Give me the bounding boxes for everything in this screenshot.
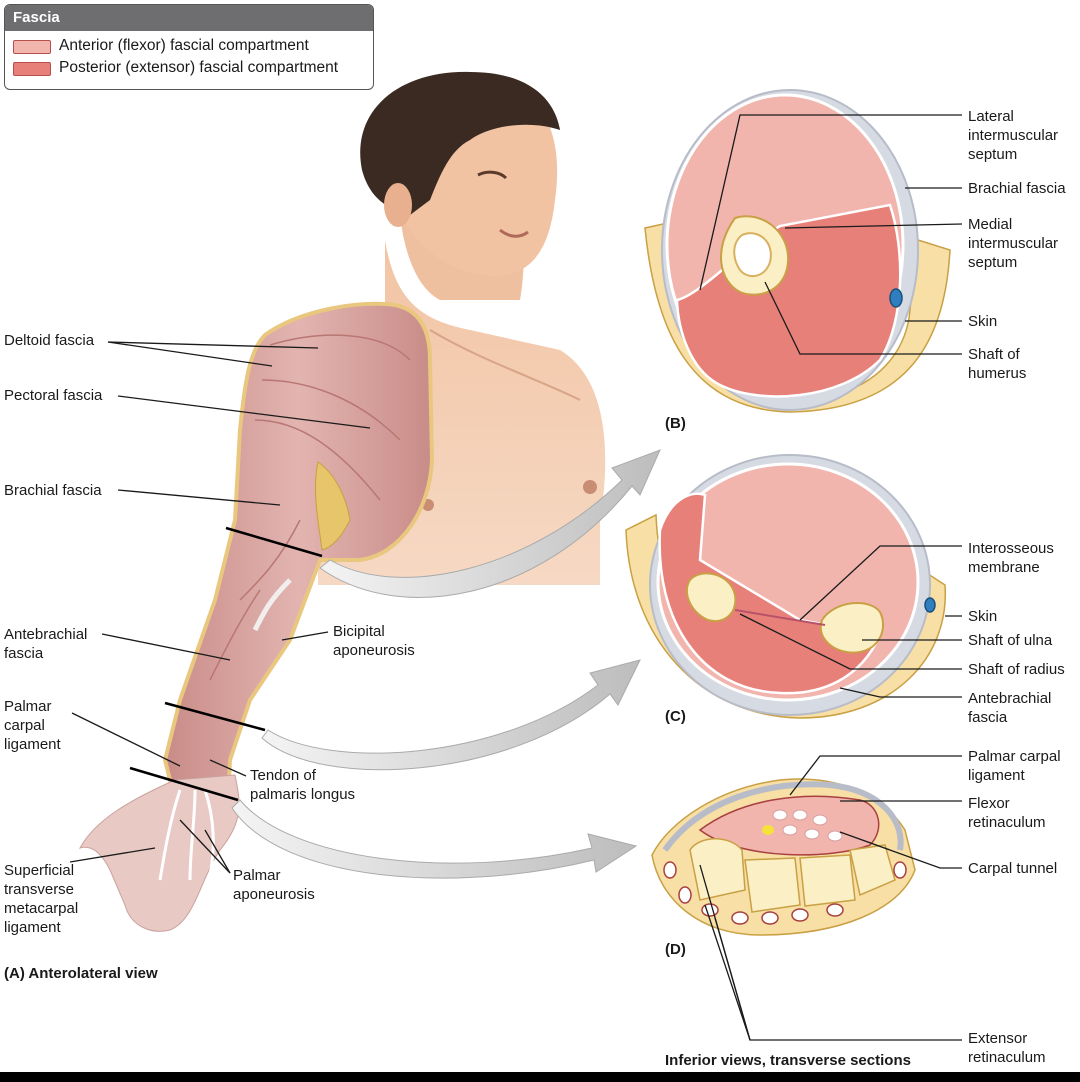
bottom-bar: [0, 1072, 1080, 1082]
caption-a: (A) Anterolateral view: [4, 965, 158, 982]
label-extensor-retinaculum: Extensor retinaculum: [968, 1030, 1046, 1066]
label-brachial-fascia-b: Brachial fascia: [968, 180, 1066, 197]
label-medial-intermuscular-septum: Medial intermuscular septum: [968, 216, 1059, 271]
label-antebrachial-fascia-c: Antebrachial fascia: [968, 690, 1052, 726]
head: [360, 71, 560, 276]
legend: Fascia Anterior (flexor) fascial compart…: [4, 4, 374, 90]
label-tendon-palmaris-longus: Tendon of palmaris longus: [250, 767, 356, 803]
section-b: [644, 89, 951, 413]
caption-c: (C): [665, 708, 686, 725]
footer-caption: Inferior views, transverse sections: [665, 1052, 911, 1069]
label-shaft-ulna: Shaft of ulna: [968, 632, 1053, 649]
label-superficial-transverse-metacarpal: Superficial transverse metacarpal ligame…: [4, 862, 79, 936]
label-carpal-tunnel: Carpal tunnel: [968, 860, 1058, 877]
arrows: [231, 449, 661, 879]
label-pectoral-fascia: Pectoral fascia: [4, 387, 103, 404]
label-skin-c: Skin: [968, 608, 998, 625]
legend-label-posterior: Posterior (extensor) fascial compartment: [59, 59, 339, 76]
legend-swatch-anterior: [13, 40, 51, 54]
label-bicipital-aponeurosis: Bicipital aponeurosis: [333, 623, 415, 659]
caption-b: (B): [665, 415, 686, 432]
label-palmar-carpal-ligament-d: Palmar carpal ligament: [968, 748, 1061, 784]
label-shaft-radius: Shaft of radius: [968, 661, 1065, 678]
legend-label-anterior: Anterior (flexor) fascial compartment: [59, 37, 309, 54]
label-interosseous-membrane: Interosseous membrane: [968, 540, 1054, 576]
leader-lines: [69, 114, 963, 1041]
legend-swatch-posterior: [13, 62, 51, 76]
section-d: [651, 778, 916, 936]
section-lines: [129, 526, 323, 802]
caption-d: (D): [665, 941, 686, 958]
label-deltoid-fascia: Deltoid fascia: [4, 332, 95, 349]
label-skin-b: Skin: [968, 313, 998, 330]
label-palmar-aponeurosis: Palmar aponeurosis: [233, 867, 315, 903]
legend-title: Fascia: [5, 5, 373, 31]
label-flexor-retinaculum: Flexor retinaculum: [968, 795, 1046, 831]
label-shaft-humerus: Shaft of humerus: [968, 346, 1027, 382]
hand: [78, 774, 240, 932]
label-brachial-fascia-a: Brachial fascia: [4, 482, 102, 499]
label-lateral-intermuscular-septum: Lateral intermuscular septum: [968, 108, 1059, 163]
label-palmar-carpal-ligament-a: Palmar carpal ligament: [4, 698, 61, 753]
label-antebrachial-fascia-a: Antebrachial fascia: [4, 626, 88, 662]
section-c: [625, 454, 946, 719]
